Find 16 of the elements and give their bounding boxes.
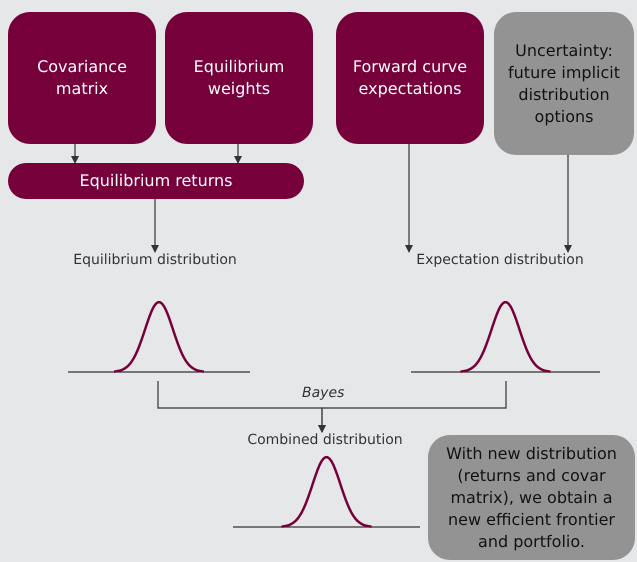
- arrow: [151, 199, 159, 253]
- arrow: [405, 144, 413, 253]
- process-box: Forward curve expectations: [336, 12, 484, 144]
- process-box: Equilibrium weights: [165, 12, 313, 144]
- edge-label: Bayes: [299, 385, 348, 401]
- arrow: [71, 144, 79, 164]
- distribution-label: Expectation distribution: [416, 252, 584, 268]
- bracket-connector: [318, 381, 507, 433]
- process-box: Covariance matrix: [8, 12, 156, 144]
- distribution-label: Equilibrium distribution: [73, 252, 237, 268]
- process-box: Equilibrium returns: [8, 163, 304, 199]
- distribution-label: Combined distribution: [247, 432, 403, 448]
- process-box: Uncertainty: future implicit distribution options: [494, 12, 634, 155]
- arrow: [234, 144, 242, 164]
- note-box: With new distribution (returns and covar matrix), we obtain a new efficient frontier and portfolio.: [428, 435, 635, 560]
- arrow: [564, 155, 572, 253]
